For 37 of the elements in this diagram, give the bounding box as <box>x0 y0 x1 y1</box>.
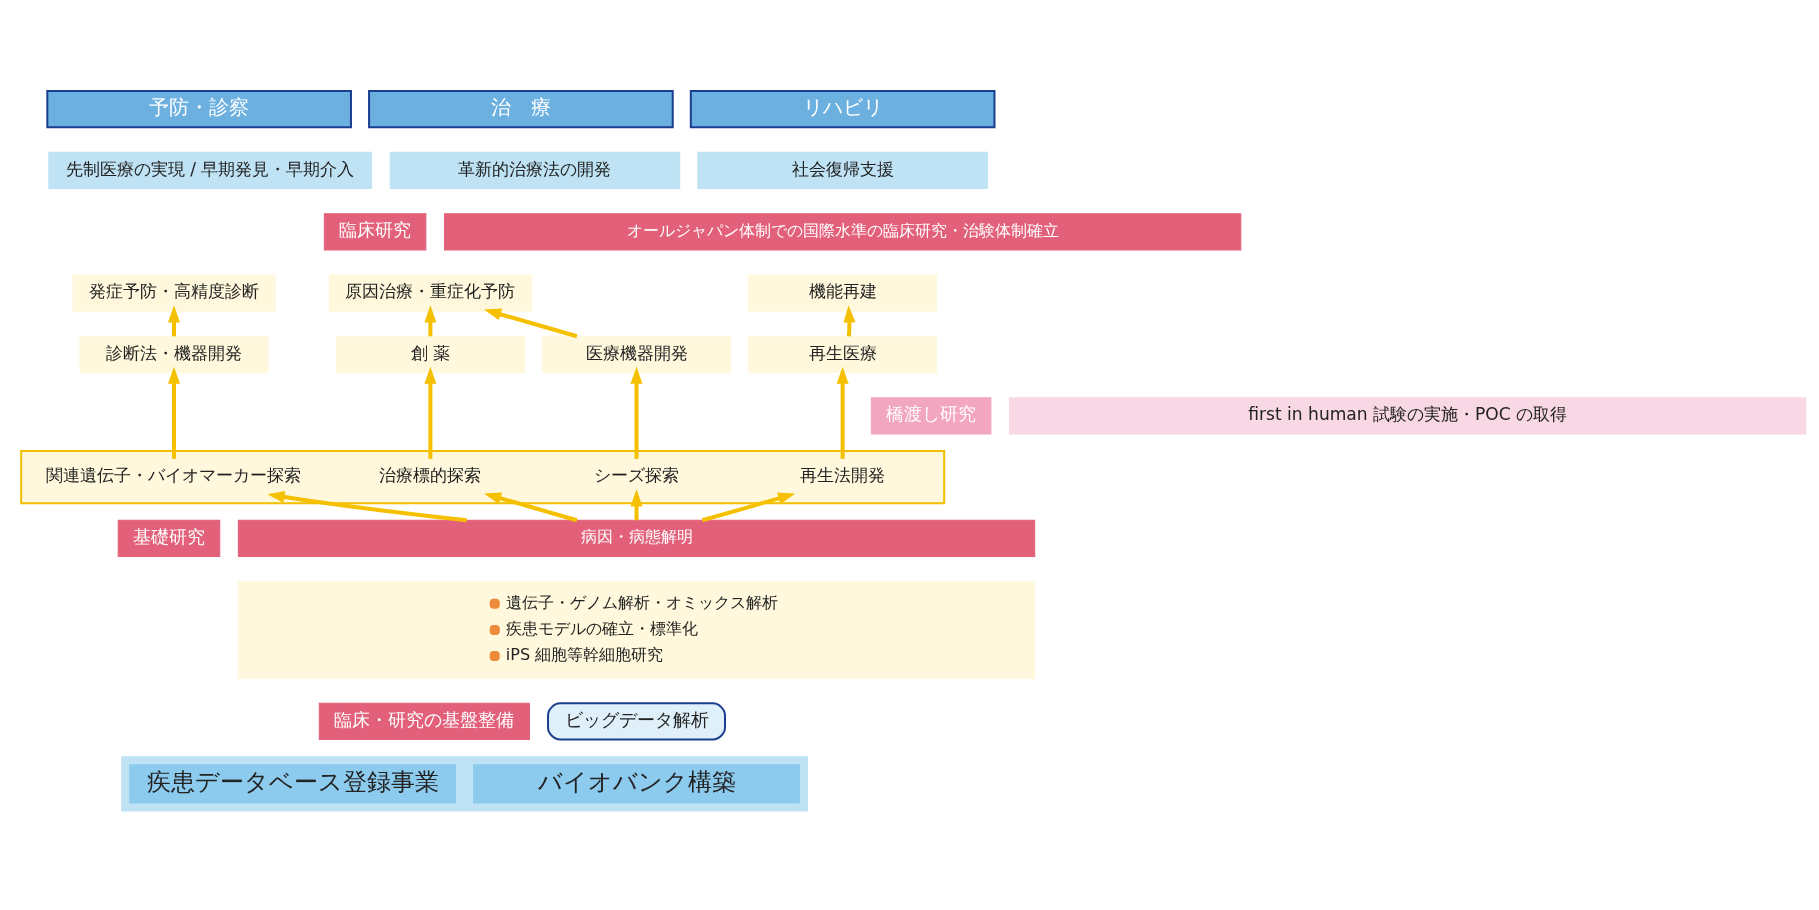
node-box: 遺伝子・ゲノム解析・オミックス解析 疾患モデルの確立・標準化 iPS 細胞等幹細胞研究 <box>237 581 1036 679</box>
node-text: 再生法開発 <box>800 465 886 486</box>
node-box: 基礎研究 <box>117 519 221 558</box>
node-box: 原因治療・重症化予防 <box>328 274 532 312</box>
node-box: 治 療 <box>368 90 674 129</box>
cluster <box>121 756 808 812</box>
node-text: 関連遺伝子・バイオマーカー探索 <box>46 465 302 486</box>
node-box: first in human 試験の実施・POC の取得 <box>1009 397 1807 435</box>
node-box: 疾患データベース登録事業 <box>129 764 457 804</box>
node-box: 予防・診察 <box>46 90 352 129</box>
node-box: オールジャパン体制での国際水準の臨床研究・治験体制確立 <box>443 213 1242 251</box>
node-box: 創 薬 <box>335 335 525 374</box>
arrow <box>836 366 849 459</box>
node-box: 臨床・研究の基盤整備 <box>318 702 530 741</box>
node-box: バイオバンク構築 <box>473 764 800 804</box>
node-box: 革新的治療法の開発 <box>389 151 681 190</box>
node-box: 臨床研究 <box>323 213 427 251</box>
arrow <box>267 491 467 523</box>
node-box: ビッグデータ解析 <box>547 702 726 741</box>
arrow <box>168 366 180 459</box>
node-box: 診断法・機器開発 <box>79 335 269 374</box>
node-box: 医療機器開発 <box>542 335 732 374</box>
node-box: 先制医療の実現 / 早期発見・早期介入 <box>48 151 373 190</box>
arrow <box>484 492 578 523</box>
node-box: リハビリ <box>689 90 996 129</box>
node-box: 橋渡し研究 <box>870 397 992 435</box>
node-box: 病因・病態解明 <box>237 519 1036 558</box>
arrow <box>484 308 578 339</box>
node-box: 機能再建 <box>748 274 938 312</box>
arrow <box>701 492 796 523</box>
node-box: 再生医療 <box>748 335 938 374</box>
node-text: シーズ探索 <box>594 465 680 486</box>
arrow <box>630 366 643 459</box>
node-text: 治療標的探索 <box>379 465 482 486</box>
node-box: 発症予防・高精度診断 <box>72 274 276 312</box>
node-box: 社会復帰支援 <box>697 151 988 190</box>
arrow <box>424 366 437 459</box>
